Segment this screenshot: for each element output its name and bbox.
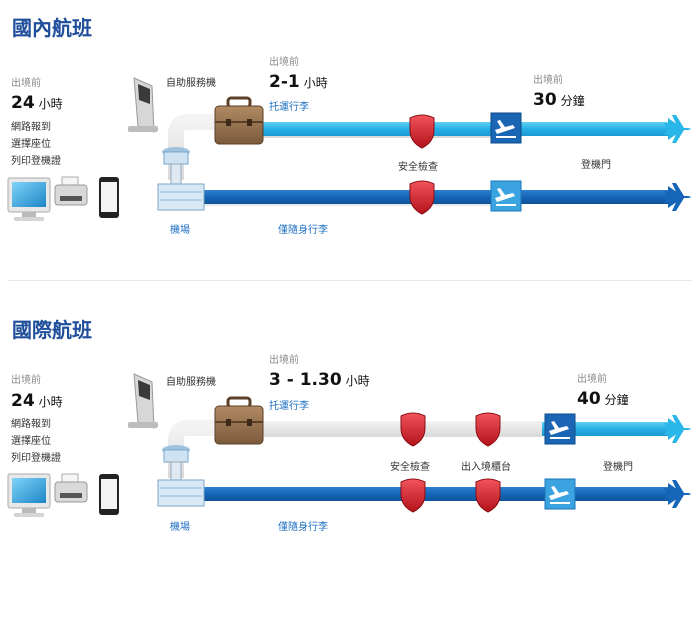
airplane-icon-top — [664, 415, 691, 443]
online-steps: 網路報到 選擇座位 列印登機證 — [11, 416, 61, 467]
international-diagram — [7, 373, 691, 517]
airplane-icon-top — [664, 115, 691, 143]
phone-icon — [99, 177, 119, 218]
gate-departure-icon-top — [544, 413, 576, 445]
airport-tower-icon — [157, 445, 205, 507]
online-pre-label: 出境前 — [11, 78, 41, 89]
checkin-pre-label: 出境前 — [269, 355, 299, 366]
kiosk-icon — [128, 77, 158, 133]
printer-icon — [54, 473, 88, 503]
suitcase-icon — [214, 396, 264, 445]
gate-label: 登機門 — [603, 462, 633, 473]
kiosk-icon — [128, 373, 158, 429]
domestic-diagram — [7, 77, 691, 221]
step-select-seat: 選擇座位 — [11, 139, 51, 150]
checked-baggage-track — [258, 122, 670, 136]
international-title: 國際航班 — [12, 318, 92, 342]
security-shield-top — [409, 114, 435, 149]
immigration-shield-top — [475, 412, 501, 447]
step-select-seat: 選擇座位 — [11, 436, 51, 447]
suitcase-icon — [214, 96, 264, 145]
gate-departure-icon-bottom — [544, 478, 576, 510]
phone-icon — [99, 474, 119, 515]
security-shield-top — [400, 412, 426, 447]
printer-icon — [54, 176, 88, 206]
section-divider — [8, 280, 692, 281]
security-shield-bottom — [400, 478, 426, 513]
gate-label: 登機門 — [581, 160, 611, 171]
airport-label: 機場 — [170, 225, 190, 236]
step-print-pass: 列印登機證 — [11, 156, 61, 167]
step-online-checkin: 網路報到 — [11, 419, 51, 430]
checked-baggage-label: 托運行李 — [269, 401, 309, 412]
security-label: 安全檢查 — [398, 162, 438, 173]
airplane-icon-bottom — [664, 183, 691, 211]
checked-baggage-label: 托運行李 — [269, 102, 309, 113]
gate-departure-icon-top — [490, 112, 522, 144]
step-print-pass: 列印登機證 — [11, 453, 61, 464]
airplane-icon-bottom — [664, 480, 691, 508]
security-shield-bottom — [409, 180, 435, 215]
immigration-label: 出入境櫃台 — [461, 462, 511, 473]
computer-icon — [7, 473, 51, 517]
airport-tower-icon — [157, 147, 205, 211]
feeder-path — [168, 420, 262, 478]
step-online-checkin: 網路報到 — [11, 122, 51, 133]
security-label: 安全檢查 — [390, 462, 430, 473]
computer-icon — [7, 177, 51, 221]
online-steps: 網路報到 選擇座位 列印登機證 — [11, 119, 61, 170]
carry-on-label: 僅隨身行李 — [278, 225, 328, 236]
gate-pre-label: 出境前 — [533, 75, 563, 86]
checkin-pre-label: 出境前 — [269, 57, 299, 68]
online-pre-label: 出境前 — [11, 375, 41, 386]
gate-departure-icon-bottom — [490, 180, 522, 212]
kiosk-label: 自助服務機 — [166, 377, 216, 388]
carry-on-label: 僅隨身行李 — [278, 522, 328, 533]
kiosk-label: 自助服務機 — [166, 78, 216, 89]
gate-pre-label: 出境前 — [577, 374, 607, 385]
airport-label: 機場 — [170, 522, 190, 533]
immigration-shield-bottom — [475, 478, 501, 513]
domestic-title: 國內航班 — [12, 16, 92, 40]
feeder-path — [168, 114, 262, 180]
carry-on-track — [196, 487, 670, 501]
